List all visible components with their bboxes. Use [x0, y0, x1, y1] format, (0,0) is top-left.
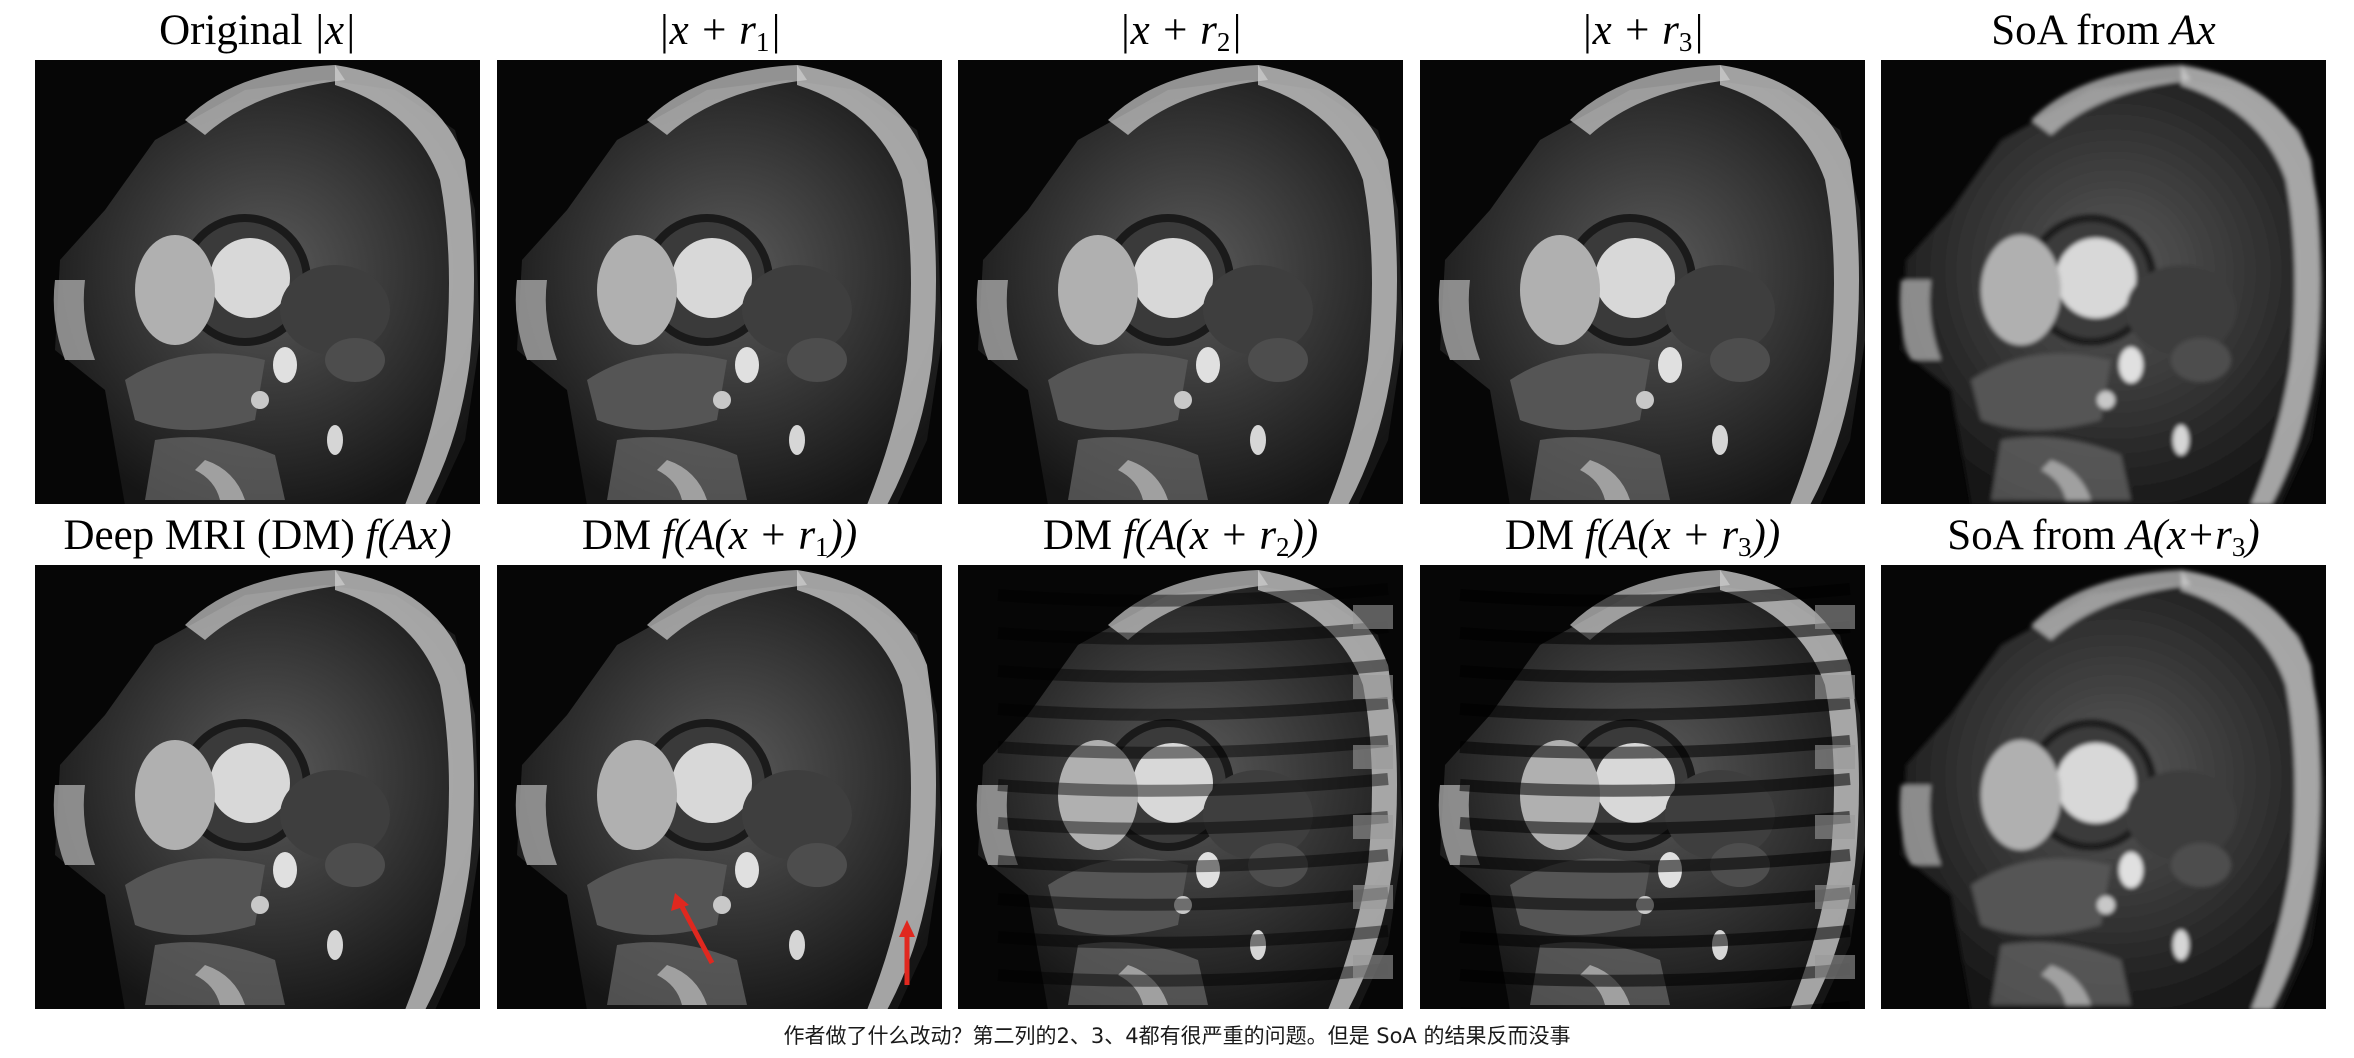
- mri-panel-image: [1881, 60, 2326, 504]
- panel-title: |x + r3|: [1408, 2, 1878, 60]
- title-fragment: |x + r: [657, 7, 756, 54]
- title-fragment: ): [2245, 512, 2260, 559]
- title-fragment: f(A(x + r: [661, 512, 816, 559]
- cardiac-mri-slice: [976, 570, 1403, 1009]
- mri-panel-image: [1420, 60, 1865, 504]
- title-fragment: |x + r: [1118, 7, 1217, 54]
- title-fragment: 3: [2231, 532, 2246, 562]
- title-fragment: 1: [755, 27, 770, 57]
- title-fragment: 3: [1738, 532, 1752, 562]
- title-fragment: |x|: [313, 7, 356, 54]
- mri-panel-image: [958, 60, 1403, 504]
- title-fragment: DM: [1504, 512, 1585, 559]
- cardiac-mri-slice: [1899, 65, 2326, 504]
- mri-panel-image: [1420, 565, 1865, 1009]
- panel-title: DM f(A(x + r3)): [1408, 507, 1878, 565]
- title-fragment: 2: [1216, 27, 1231, 57]
- cardiac-mri-slice: [515, 65, 942, 504]
- cardiac-mri-slice: [53, 570, 480, 1009]
- title-fragment: 3: [1678, 27, 1693, 57]
- title-fragment: DM: [581, 512, 662, 559]
- panel-title: |x + r2|: [946, 2, 1416, 60]
- title-fragment: )): [828, 512, 858, 559]
- panel-title: |x + r1|: [485, 2, 955, 60]
- panel-title: SoA from Ax: [1869, 2, 2339, 60]
- title-fragment: 2: [1276, 532, 1290, 562]
- title-fragment: )): [1289, 512, 1319, 559]
- title-fragment: SoA from: [1947, 512, 2127, 559]
- title-fragment: |: [1692, 7, 1705, 54]
- title-fragment: SoA from: [1991, 7, 2171, 54]
- panel-title: Original |x|: [23, 2, 493, 60]
- panel-title: SoA from A(x+r3): [1869, 507, 2339, 565]
- mri-panel-image: [497, 565, 942, 1009]
- cardiac-mri-slice: [976, 65, 1403, 504]
- title-fragment: Ax: [2170, 7, 2216, 54]
- title-fragment: |: [769, 7, 782, 54]
- title-fragment: |: [1230, 7, 1243, 54]
- cardiac-mri-slice: [1438, 65, 1865, 504]
- cardiac-mri-slice: [1899, 570, 2326, 1009]
- cardiac-mri-slice: [1438, 570, 1865, 1009]
- title-fragment: Original: [159, 7, 314, 54]
- title-fragment: Deep MRI (DM): [63, 512, 366, 559]
- cardiac-mri-slice: [515, 570, 942, 1009]
- title-fragment: )): [1751, 512, 1781, 559]
- red-arrow-left: [677, 901, 715, 965]
- panel-title: Deep MRI (DM) f(Ax): [18, 507, 498, 565]
- title-fragment: A(x+r: [2126, 512, 2232, 559]
- mri-panel-image: [35, 565, 480, 1009]
- red-arrow-right: [899, 920, 915, 937]
- figure-caption: 作者做了什么改动？第二列的2、3、4都有很严重的问题。但是 SoA 的结果反而没…: [783, 1024, 1571, 1048]
- mri-panel-image: [497, 60, 942, 504]
- title-fragment: f(Ax): [365, 512, 452, 559]
- red-arrow-left: [671, 893, 689, 911]
- panel-title: DM f(A(x + r1)): [485, 507, 955, 565]
- title-fragment: 1: [815, 532, 829, 562]
- title-fragment: |x + r: [1580, 7, 1679, 54]
- mri-panel-image: [1881, 565, 2326, 1009]
- cardiac-mri-slice: [53, 65, 480, 504]
- title-fragment: f(A(x + r: [1584, 512, 1739, 559]
- mri-panel-image: [35, 60, 480, 504]
- title-fragment: f(A(x + r: [1122, 512, 1277, 559]
- panel-title: DM f(A(x + r2)): [946, 507, 1416, 565]
- mri-panel-image: [958, 565, 1403, 1009]
- title-fragment: DM: [1042, 512, 1123, 559]
